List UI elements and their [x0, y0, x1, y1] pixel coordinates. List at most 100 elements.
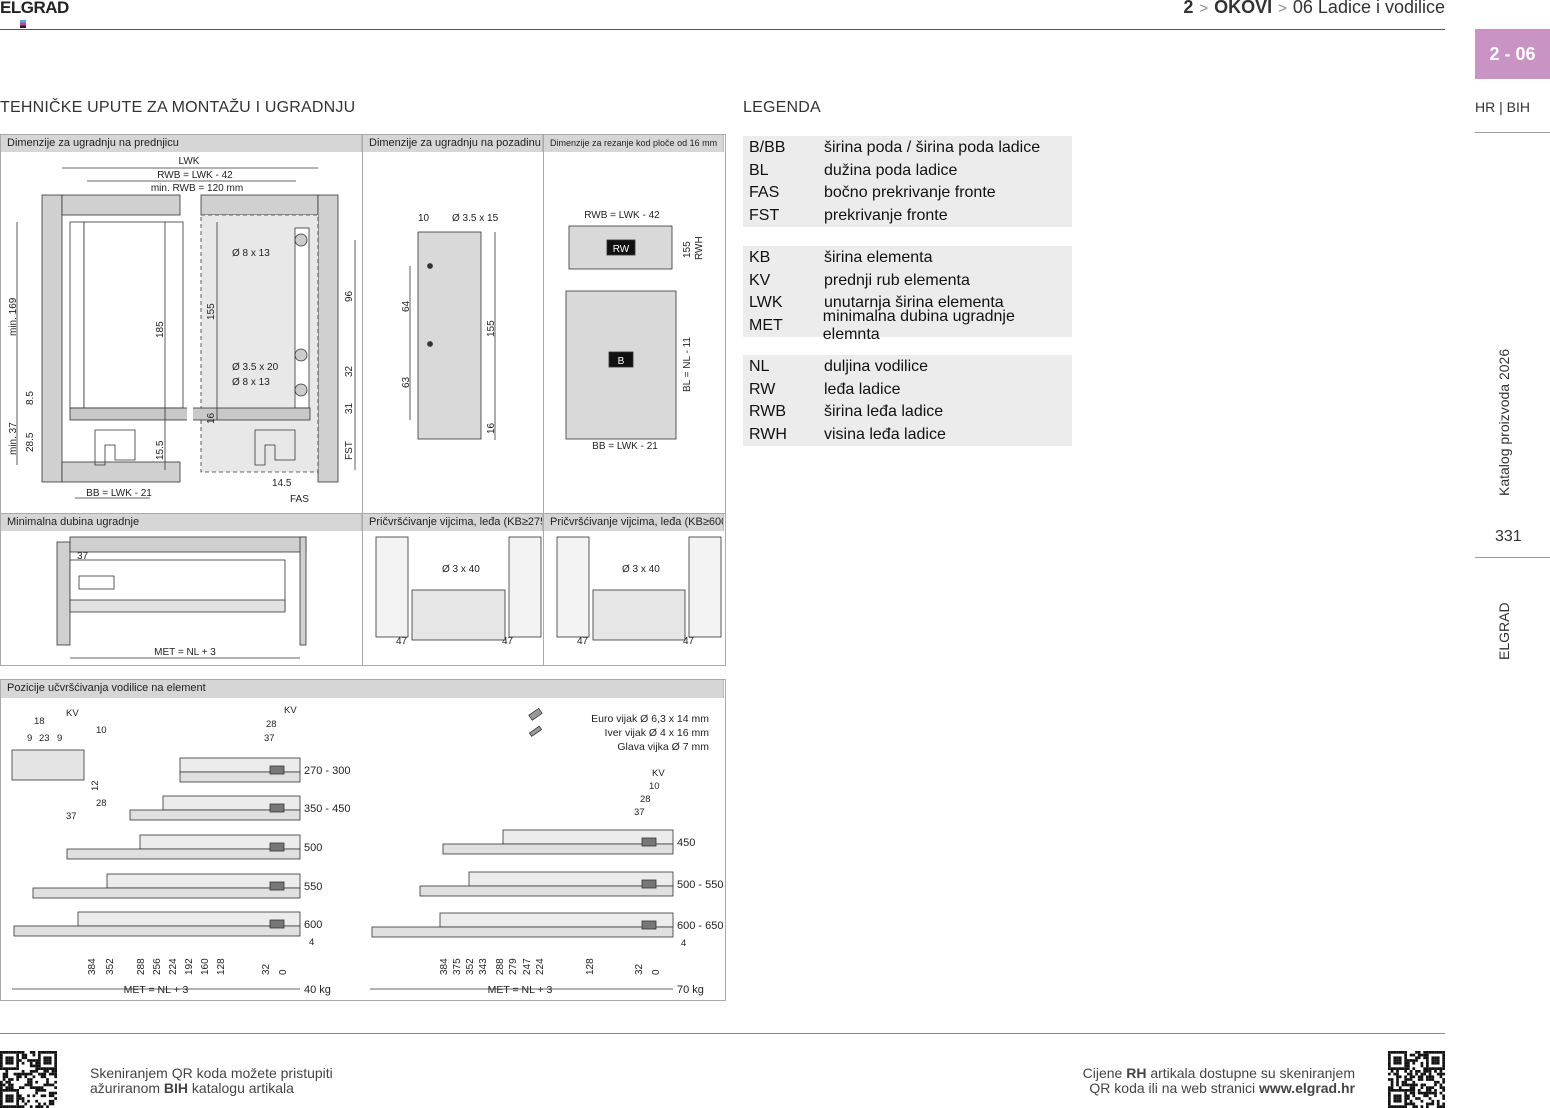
- back-panel: [411, 589, 506, 641]
- screw-spec: Glava vijka Ø 7 mm: [617, 741, 709, 753]
- panel-title-cutting: Dimenzije za rezanje kod ploče od 16 mm: [544, 135, 724, 152]
- language-label: HR | BIH: [1475, 99, 1530, 115]
- legend-abbr: KB: [749, 249, 771, 267]
- side-brand: ELGRAD: [1496, 602, 1512, 660]
- chevron-right-icon: >: [1278, 0, 1287, 17]
- legend-title: LEGENDA: [743, 99, 821, 116]
- screw-hole: [294, 348, 308, 362]
- legend-desc: minimalna dubina ugradnje elemnta: [822, 307, 1015, 343]
- panel-title-screw-275: Pričvršćivanje vijcima, leđa (KB≥275): [363, 514, 543, 531]
- website-link[interactable]: www.elgrad.hr: [1259, 1080, 1355, 1096]
- breadcrumb-section[interactable]: OKOVI: [1214, 0, 1273, 17]
- technical-drawings: LWK RWB = LWK - 42 min. RWB = 120 mm Ø 8…: [8, 156, 723, 996]
- footer-right-line2: QR koda ili na web stranici www.elgrad.h…: [1089, 1080, 1355, 1096]
- legend-row: FST prekrivanje fronte: [743, 205, 1072, 228]
- hole-marker: [427, 341, 433, 347]
- mount-bracket-right: [508, 536, 542, 638]
- legend-desc: leđa ladice: [824, 380, 901, 398]
- position-tick-label: 256: [152, 958, 163, 975]
- brand-logo: ELGRAD: [0, 0, 69, 17]
- cabinet-front-edge: [56, 541, 71, 646]
- legend-desc: bočno prekrivanje fronte: [824, 184, 996, 202]
- dim-label: 32: [344, 365, 355, 377]
- runner-detail: [11, 749, 85, 781]
- dim-label: 96: [344, 290, 355, 302]
- panel-title-min-depth: Minimalna dubina ugradnje: [1, 514, 362, 531]
- dim-label: 23: [39, 733, 50, 744]
- dim-label: 10: [418, 213, 430, 224]
- legend-desc: dužina poda ladice: [824, 161, 958, 179]
- footer-right-text: Cijene RH artikala dostupne su skeniranj…: [1083, 1066, 1355, 1096]
- technical-title: TEHNIČKE UPUTE ZA MONTAŽU I UGRADNJU: [0, 99, 356, 116]
- dim-label: Ø 3 x 40: [442, 564, 480, 575]
- back-panel: [592, 589, 686, 641]
- footer-left-line1: Skeniranjem QR koda možete pristupiti: [90, 1065, 333, 1081]
- load-label: 40 kg: [304, 984, 331, 996]
- dim-label: Ø 8 x 13: [232, 248, 270, 259]
- length-label: 600: [304, 919, 322, 931]
- cabinet-top-right: [200, 194, 319, 216]
- dim-label: 37: [66, 811, 77, 822]
- badge-label: RW: [613, 244, 630, 255]
- legend-desc: prednji rub elementa: [824, 271, 970, 289]
- dim-label: RWB = LWK - 42: [157, 170, 233, 181]
- dim-label: min. RWB = 120 mm: [151, 183, 243, 194]
- dim-label: 64: [401, 300, 412, 312]
- legend-abbr: FAS: [749, 184, 780, 202]
- legend-desc: širina poda / širina poda ladice: [824, 139, 1041, 157]
- side-divider: [1475, 132, 1550, 133]
- position-tick-label: 32: [634, 963, 645, 975]
- qr-code-right[interactable]: [1388, 1051, 1445, 1108]
- cabinet-top-left: [61, 194, 181, 216]
- back-panel-board: [417, 231, 482, 440]
- dim-label: KV: [652, 768, 665, 779]
- dim-label: 14.5: [272, 478, 292, 489]
- side-divider: [1475, 557, 1550, 558]
- dim-label: 4: [681, 938, 686, 949]
- position-tick-label: 384: [439, 958, 450, 975]
- rail-lower: [442, 843, 674, 855]
- chapter-tab[interactable]: 2 - 06: [1475, 29, 1550, 79]
- length-label: 350 - 450: [304, 803, 350, 815]
- load-label: 70 kg: [677, 984, 704, 996]
- dim-label: BB = LWK - 21: [86, 488, 152, 499]
- length-label: 600 - 650: [677, 920, 723, 932]
- breadcrumb-sub-number[interactable]: 06: [1292, 0, 1313, 17]
- legend-abbr: NL: [749, 358, 770, 376]
- footer-left-text: Skeniranjem QR koda možete pristupiti až…: [90, 1066, 333, 1096]
- dim-label: 47: [577, 636, 589, 647]
- position-tick-label: 375: [452, 958, 463, 975]
- badge-label: B: [618, 356, 625, 367]
- legend-abbr: RWH: [749, 425, 787, 443]
- dim-label: 9: [57, 733, 62, 744]
- runner: [69, 599, 286, 613]
- position-tick-label: 288: [136, 958, 147, 975]
- dim-label: 8.5: [25, 391, 36, 405]
- dim-label: 185: [155, 321, 166, 338]
- position-tick-label: 224: [168, 958, 179, 975]
- rail-clip: [269, 842, 285, 852]
- footer-divider: [0, 1033, 1445, 1034]
- position-tick-label: 247: [522, 958, 533, 975]
- mount-bracket-left: [556, 536, 590, 638]
- rail-clip: [641, 920, 657, 930]
- legend-desc: prekrivanje fronte: [824, 206, 948, 224]
- dim-label: 28: [266, 719, 277, 730]
- legend-desc: širina elementa: [824, 249, 933, 267]
- rail-lower: [13, 925, 301, 937]
- dim-label: Ø 8 x 13: [232, 377, 270, 388]
- legend-abbr: FST: [749, 206, 780, 224]
- screw-icon: [528, 725, 543, 737]
- breadcrumb-chapter[interactable]: 2: [1183, 0, 1194, 17]
- breadcrumb-sub-title[interactable]: Ladice i vodilice: [1317, 0, 1445, 17]
- dim-label: 28: [96, 798, 107, 809]
- dim-label: FST: [344, 441, 355, 460]
- position-tick-label: 0: [278, 969, 289, 975]
- legend-abbr: RWB: [749, 403, 787, 421]
- qr-code-left[interactable]: [0, 1051, 57, 1108]
